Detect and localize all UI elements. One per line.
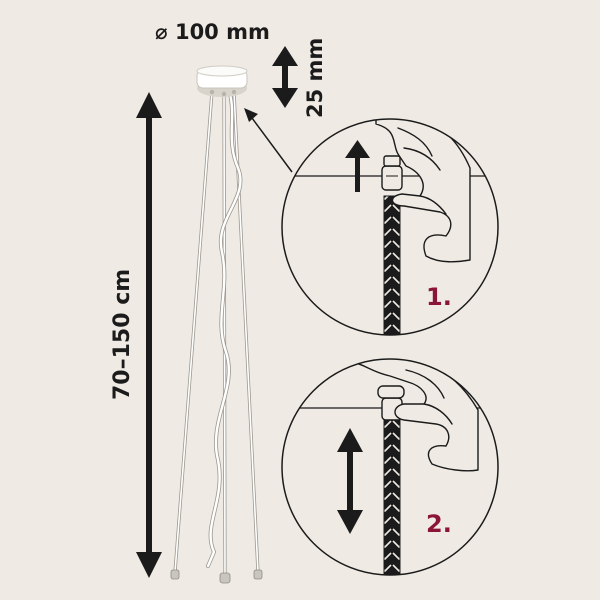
hand — [375, 119, 471, 263]
canopy-height-arrow-icon — [272, 46, 298, 108]
step-2-number: 2. — [426, 510, 452, 538]
ceiling-canopy — [196, 65, 248, 97]
double-arrow-icon — [337, 428, 363, 534]
up-arrow-icon — [345, 140, 370, 192]
cable-length-arrow-icon — [136, 92, 162, 578]
braided-cable — [383, 419, 401, 575]
pendant-cables — [173, 90, 260, 577]
braided-cable — [383, 195, 401, 335]
step-1-number: 1. — [426, 283, 452, 311]
diameter-label: ⌀ 100 mm — [155, 20, 270, 44]
detail-step-1: 1. — [281, 118, 499, 336]
detail-step-2: 2. — [281, 358, 499, 576]
cable-length-label: 70–150 cm — [110, 269, 135, 400]
detail-pointer-arrow — [244, 108, 293, 173]
cable-grip — [381, 155, 403, 191]
cable-end-caps — [170, 569, 263, 584]
hand — [351, 359, 479, 472]
canopy-height-label: 25 mm — [303, 38, 327, 118]
